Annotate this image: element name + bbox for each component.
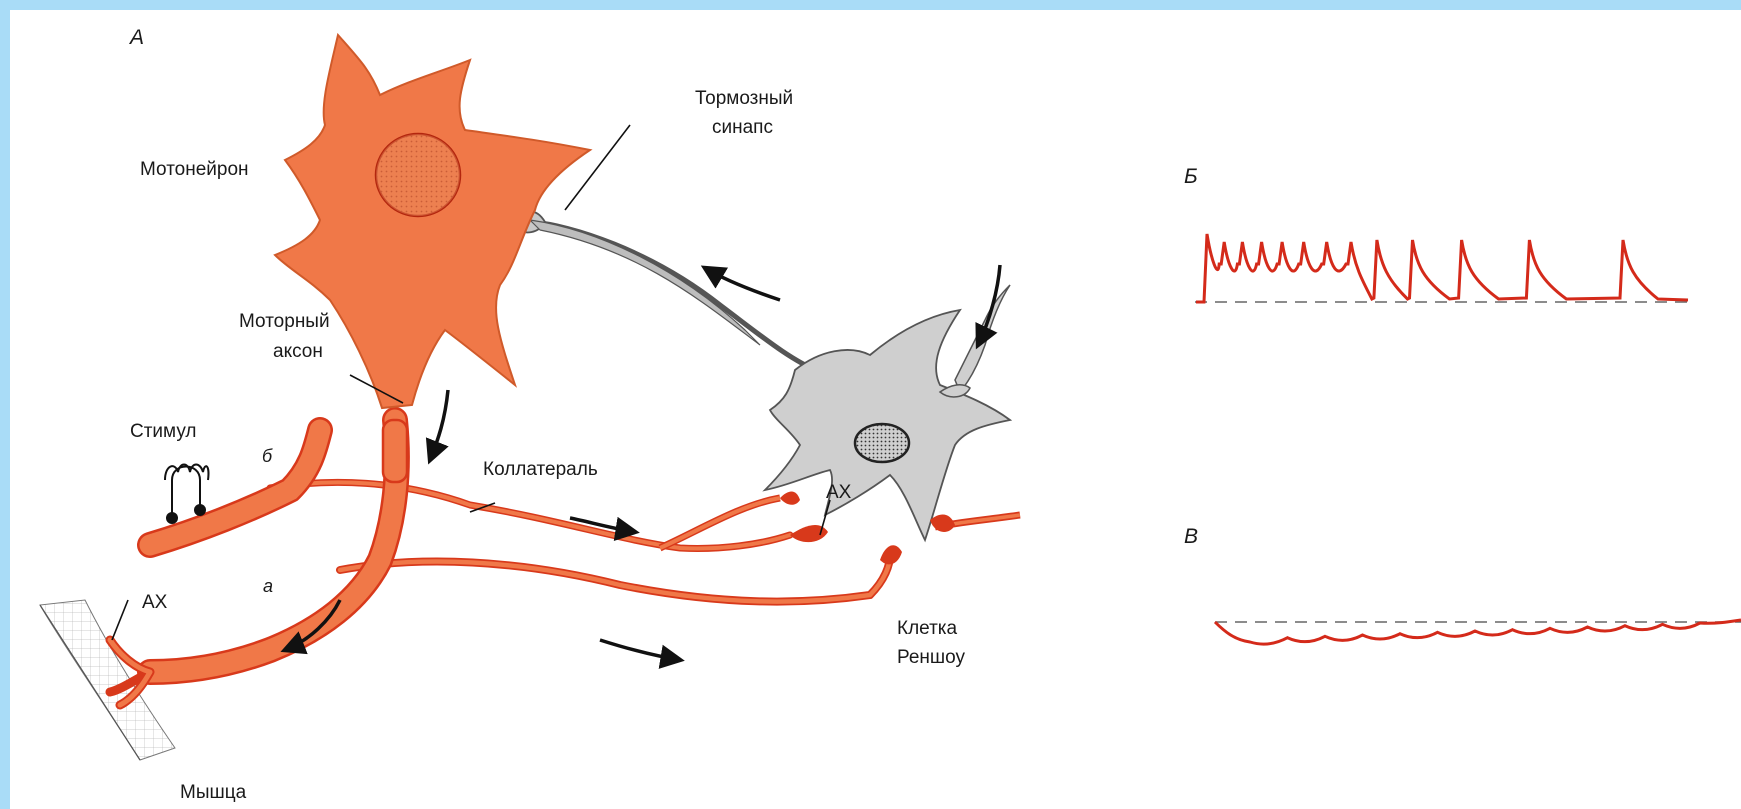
- trace-b: [1195, 234, 1690, 302]
- label-motor-axon-1: Моторный: [239, 311, 330, 332]
- label-motor-axon-2: аксон: [273, 341, 323, 362]
- label-inhibitory-synapse-1: Тормозный: [695, 88, 793, 109]
- label-branch-b: б: [262, 446, 273, 466]
- label-renshaw-2: Реншоу: [897, 647, 965, 668]
- label-stimulus: Стимул: [130, 421, 196, 442]
- panel-letter-b: Б: [1184, 165, 1198, 188]
- label-muscle: Мышца: [180, 782, 247, 803]
- label-motoneuron: Мотонейрон: [140, 159, 249, 180]
- panel-letter-v: В: [1184, 525, 1198, 548]
- arrow-collateral-lower: [600, 640, 680, 660]
- trace-v: [1215, 620, 1741, 644]
- renshaw-nucleus: [855, 424, 909, 462]
- label-branch-a: а: [263, 576, 273, 596]
- label-renshaw-1: Клетка: [897, 618, 958, 639]
- label-collateral: Коллатераль: [483, 459, 598, 480]
- arrow-inhibitory-axon: [705, 268, 780, 300]
- label-inhibitory-synapse-2: синапс: [712, 117, 773, 138]
- panel-letter-a: А: [128, 26, 144, 49]
- trace-v-ripples: [1215, 620, 1741, 644]
- stimulus-electrode: [165, 465, 208, 525]
- trace-b-spikes: [1196, 234, 1688, 302]
- label-ach-left: АХ: [142, 592, 168, 613]
- arrow-down-axon: [430, 390, 448, 460]
- label-ach-right: АХ: [826, 482, 852, 503]
- renshaw-cell: [510, 211, 1010, 540]
